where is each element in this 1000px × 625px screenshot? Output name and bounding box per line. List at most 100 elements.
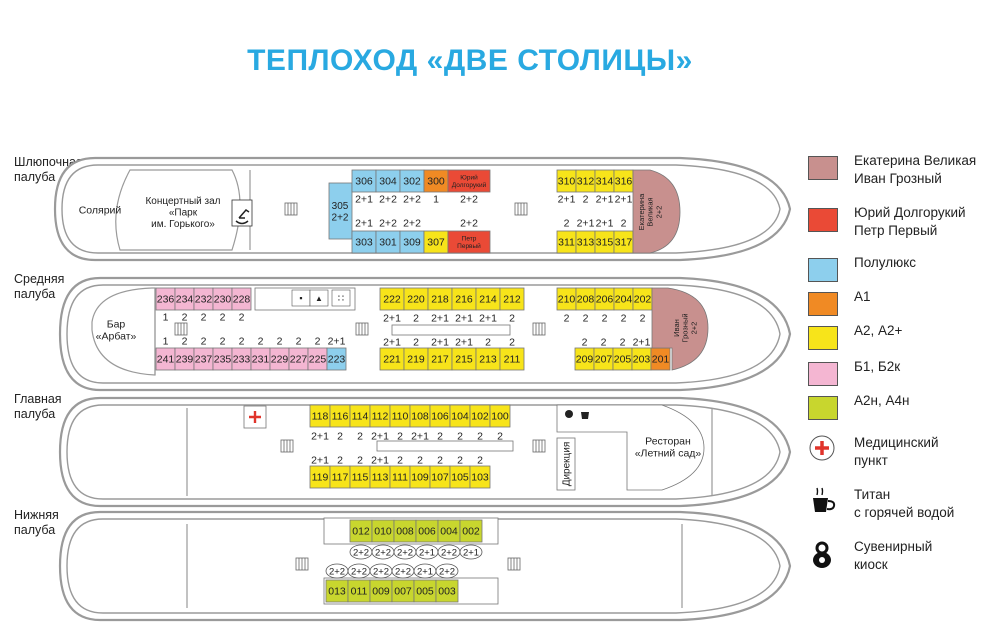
legend-swatch-6 [808,396,838,420]
main-top-occupancy-9: 2 [497,431,503,443]
mid-left-top-cabin-label-232: 232 [195,294,213,306]
main-bottom-cabin-label-103: 103 [471,472,489,484]
main-bottom-occupancy-7: 2 [457,455,463,467]
mid-left-top-cabin-label-230: 230 [214,294,232,306]
mid-left-top-occupancy-3: 2 [220,312,226,324]
boat-top-cabin-label-302: 302 [403,176,421,188]
mid-right-top-occupancy-2: 2 [602,313,608,325]
mid-center-top-cabin-label-220: 220 [407,294,425,306]
legend-swatch-4 [808,326,838,350]
lower-bottom-cabin-label-003: 003 [438,586,456,598]
mid-left-bottom-occupancy-2: 2 [201,336,207,348]
lower-top-occupancy-0: 2+2 [353,547,369,558]
main-bottom-cabin-label-115: 115 [352,472,369,484]
main-top-occupancy-7: 2 [457,431,463,443]
main-top-cabin-label-118: 118 [312,411,329,423]
legend-swatch-5 [808,362,838,386]
mid-left-top-occupancy-0: 1 [163,312,169,324]
main-top-cabin-label-108: 108 [411,411,429,423]
lower-top-cabin-label-002: 002 [462,526,480,538]
concert-hall-outline [115,169,241,251]
matryoshka-kiosk-icon [565,410,573,418]
mid-right-bottom-occupancy-0: 2 [582,337,588,349]
mid-center-top-cabin-label-212: 212 [503,294,521,306]
mid-left-top-cabin-label-236: 236 [157,294,175,306]
mid-center-bottom-occupancy-5: 2 [509,337,515,349]
cabin-petr-pervy [447,230,491,254]
bar-arbat-label: Бар«Арбат» [96,319,137,343]
rocking-horse-box [231,199,253,227]
boat-top-cabin-label-300: 300 [427,176,445,188]
main-top-cabin-100 [489,404,511,428]
boat-top-cabin-label-306: 306 [355,176,373,188]
deck-label-middle-text: Средняя палуба [14,272,65,301]
boat-right-bottom-occupancy-0: 2 [564,218,570,230]
boat-right-bottom-occupancy-2: 2+1 [596,218,614,230]
mid-left-top-occupancy-1: 2 [182,312,188,324]
main-bottom-cabin-103 [469,465,491,489]
mid-left-bottom-occupancy-5: 2 [258,336,264,348]
boat-right-top-cabin-label-314: 314 [596,176,614,188]
legend-swatch-0 [808,156,838,180]
rocking-horse-icon [235,209,250,225]
wc-icon-1: ▪ [299,293,302,303]
boat-right-bottom-cabin-label-311: 311 [558,237,575,249]
restaurant-outline [556,404,705,491]
boat-bottom-cabin-label-307: 307 [427,237,445,249]
main-bottom-occupancy-0: 2+1 [311,455,329,467]
lower-top-cabin-label-004: 004 [440,526,458,538]
mid-center-bottom-cabin-label-221: 221 [383,354,401,366]
boat-right-bottom-occupancy-1: 2+1 [577,218,595,230]
deck-label-middle: Средняя палуба [14,272,64,302]
mid-center-bottom-occupancy-1: 2 [413,337,419,349]
mid-left-bottom-occupancy-9: 2+1 [328,336,346,348]
legend-item-1: Юрий Долгорукий Петр Первый [808,204,998,244]
mid-center-bottom-cabin-label-211: 211 [504,354,521,366]
main-top-occupancy-2: 2 [357,431,363,443]
mid-left-bottom-occupancy-7: 2 [296,336,302,348]
legend-label-0: Екатерина Великая Иван Грозный [854,153,977,186]
legend-item-5: Б1, Б2к [808,358,998,398]
mid-right-top-cabin-label-202: 202 [634,294,652,306]
mid-left-bottom-cabin-label-237: 237 [195,354,213,366]
mid-center-bottom-cabin-label-213: 213 [479,354,497,366]
legend-label-9: Сувенирный киоск [854,539,933,572]
boat-right-top-cabin-label-312: 312 [577,176,595,188]
mid-right-bottom-occupancy-2: 2 [620,337,626,349]
main-top-occupancy-8: 2 [477,431,483,443]
mid-right-top-cabin-label-208: 208 [577,294,595,306]
lower-bottom-occupancy-2: 2+2 [373,566,389,577]
cup-icon [813,487,836,512]
mid-left-bottom-cabin-label-229: 229 [271,354,289,366]
restaurant-label: Ресторан«Летний сад» [635,436,702,460]
boat-top-occupancy-0: 2+1 [355,194,373,206]
main-top-cabin-label-110: 110 [392,411,409,423]
mid-right-bottom-cabin-label-203: 203 [633,354,651,366]
mid-center-bottom-occupancy-0: 2+1 [383,337,401,349]
boat-top-occupancy-yuri: 2+2 [460,194,478,206]
lower-top-occupancy-3: 2+1 [419,547,435,558]
direction-box [556,437,576,491]
cabin-yuri-dolgoruky [447,169,491,193]
lower-top-berth-5 [459,544,483,560]
main-bottom-occupancy-2: 2 [357,455,363,467]
boat-right-top-cabin-label-316: 316 [615,176,633,188]
main-top-cabin-label-116: 116 [332,411,349,423]
main-corridor [376,440,514,452]
boat-top-occupancy-2: 2+2 [403,194,421,206]
main-top-occupancy-0: 2+1 [311,431,329,443]
lower-top-occupancy-2: 2+2 [397,547,413,558]
page-title: ТЕПЛОХОД «ДВЕ СТОЛИЦЫ» [247,44,693,77]
main-bottom-occupancy-4: 2 [397,455,403,467]
wc-icon-2: ▲ [315,294,323,303]
lower-bottom-cabin-label-009: 009 [372,586,390,598]
mid-center-top-occupancy-2: 2+1 [431,313,449,325]
lower-bottom-occupancy-1: 2+2 [351,566,367,577]
shower-box [331,289,351,307]
mid-left-bottom-cabin-label-241: 241 [157,354,175,366]
mid-left-bottom-cabin-label-231: 231 [252,354,270,366]
mid-center-bottom-cabin-label-219: 219 [407,354,425,366]
boat-bottom-cabin-label-309: 309 [403,237,421,249]
